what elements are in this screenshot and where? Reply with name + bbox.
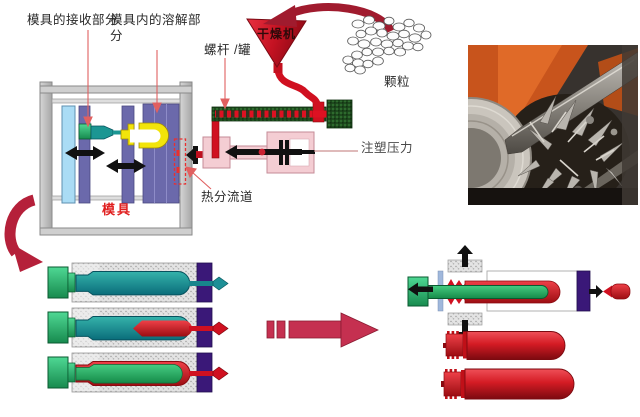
- machine-photo: [468, 45, 638, 205]
- pellet-cluster: [342, 15, 432, 75]
- core-rod: [427, 285, 549, 299]
- platen-stroke-arrow: [65, 146, 105, 160]
- label-mold: 模具: [102, 202, 133, 217]
- ejected-preform-1: [443, 331, 566, 360]
- demold-assembly: [407, 245, 631, 341]
- label-screw-barrel: 螺杆 /罐: [204, 43, 251, 57]
- preform-cavity-teal: [75, 271, 191, 296]
- gate-nozzle-red: [212, 321, 229, 336]
- melt-channel: [196, 151, 205, 158]
- screw-barrel: [211, 99, 353, 129]
- cavity-block: [142, 103, 180, 204]
- label-mold-receiving: 模具的接收部分: [27, 13, 119, 27]
- melt-dot: [258, 148, 266, 156]
- label-mold-melting: 模具内的溶解部分: [110, 13, 202, 44]
- stripper-plate: [121, 105, 135, 204]
- machine-to-stages-arrow: [4, 194, 43, 272]
- core-pull-arrow: [408, 282, 433, 296]
- stage-transfer-arrow: [266, 312, 379, 348]
- fill-stage-2: [47, 307, 229, 348]
- plate-stroke-arrow: [106, 159, 146, 173]
- label-dryer: 干燥机: [257, 27, 297, 41]
- injection-unit: [202, 99, 358, 174]
- tie-bar-top: [51, 98, 181, 104]
- fill-stage-3: [47, 352, 229, 393]
- barrel-drive-block: [326, 99, 353, 129]
- ejected-preform-2: [441, 368, 575, 400]
- mold-clamp-frame: [39, 81, 206, 236]
- feed-tube: [274, 66, 322, 110]
- label-granules: 颗粒: [384, 75, 411, 89]
- gate-nozzle-teal: [212, 276, 229, 291]
- hot-runner-dashed-box: [173, 138, 187, 185]
- gate-nozzle-red: [212, 366, 229, 381]
- tie-bar-bottom: [51, 195, 181, 201]
- gate-nozzle: [589, 283, 631, 300]
- core-cap: [47, 311, 69, 344]
- label-injection-pressure: 注塑压力: [361, 141, 414, 155]
- core-cap: [47, 266, 69, 299]
- injection-piston: [225, 140, 315, 165]
- cavity-insert: [120, 122, 169, 149]
- label-pointers: [83, 30, 230, 190]
- core-cap: [47, 356, 69, 389]
- fill-stage-1: [47, 262, 229, 303]
- label-hot-runner: 热分流道: [201, 190, 254, 204]
- core-pin: [78, 123, 123, 140]
